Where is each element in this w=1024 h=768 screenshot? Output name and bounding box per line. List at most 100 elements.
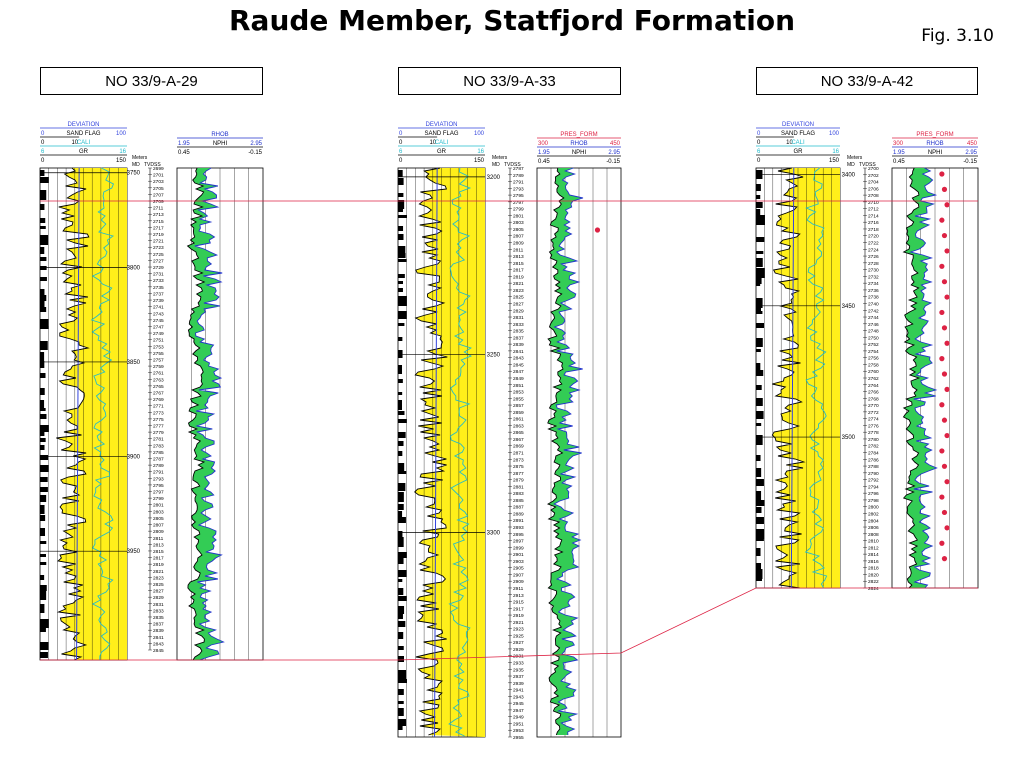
tvdss-tick-label: 2863 (513, 423, 524, 429)
tvdss-tick-label: 2803 (153, 509, 164, 515)
sand-flag-block (40, 352, 45, 362)
tvdss-tick-label: 2740 (868, 301, 879, 307)
tvdss-tick-label: 2865 (513, 430, 524, 436)
scale-max: -0.15 (248, 150, 262, 156)
well-name: NO 33/9-A-42 (820, 72, 914, 90)
curve-label: RHOB (926, 141, 943, 147)
tvdss-tick-label: 2713 (153, 212, 164, 218)
sand-flag-block (398, 570, 407, 577)
sand-flag-block (756, 575, 762, 581)
sand-flag-block (756, 507, 762, 513)
sand-flag-block (398, 209, 403, 212)
scale-max: 2.95 (250, 141, 262, 147)
sand-flag-block (40, 361, 45, 368)
nphi-rhob-crossover-fill (187, 168, 224, 660)
tvdss-tick-label: 2891 (513, 518, 524, 524)
tvdss-tick-label: 2843 (513, 356, 524, 362)
curve-label: SAND FLAG (424, 131, 458, 137)
sand-flag-block (756, 548, 761, 556)
pres-form-point (939, 309, 945, 316)
sand-flag-block (398, 531, 403, 540)
tvdss-tick-label: 2709 (153, 199, 164, 205)
sand-flag-block (40, 528, 46, 536)
tvdss-label: TVDSS (859, 162, 876, 168)
well-name-box: NO 33/9-A-42 (756, 67, 978, 95)
sand-flag-block (40, 585, 47, 591)
tvdss-tick-label: 2701 (153, 173, 164, 179)
sand-flag-block (398, 337, 403, 341)
tvdss-tick-label: 2955 (513, 735, 524, 741)
tvdss-tick-label: 2937 (513, 674, 524, 680)
sand-flag-block (40, 226, 46, 229)
sand-flag-block (40, 445, 45, 450)
tvdss-tick-label: 2808 (868, 532, 879, 538)
scale-min: 0 (399, 158, 403, 164)
pres-form-point (944, 386, 950, 392)
tvdss-tick-label: 2829 (153, 595, 164, 601)
tvdss-tick-label: 2727 (153, 258, 164, 264)
scale-min: 300 (893, 141, 904, 147)
sand-flag-block (398, 281, 404, 284)
sand-flag-block (40, 277, 47, 281)
tvdss-tick-label: 2759 (153, 364, 164, 370)
tvdss-tick-label: 2897 (513, 539, 524, 545)
sand-flag-block (398, 441, 404, 446)
tvdss-tick-label: 2769 (153, 397, 164, 403)
md-tick-label: 3250 (487, 353, 501, 359)
curve-label: DEVIATION (426, 122, 458, 128)
tvdss-tick-label: 2811 (513, 247, 524, 253)
nphi-curve (546, 167, 565, 736)
tvdss-tick-label: 2719 (153, 232, 164, 238)
tvdss-tick-label: 2796 (868, 491, 879, 497)
tvdss-tick-label: 2929 (513, 647, 524, 653)
tvdss-tick-label: 2746 (868, 322, 879, 328)
pres-form-point (939, 494, 945, 500)
md-label: MD (847, 162, 855, 168)
sand-flag-block (40, 505, 45, 514)
tvdss-tick-label: 2883 (513, 491, 524, 497)
tvdss-tick-label: 2873 (513, 457, 524, 463)
sand-flag-block (40, 591, 47, 600)
curve-label: DEVIATION (68, 122, 100, 128)
tvdss-tick-label: 2755 (153, 351, 164, 357)
tvdss-tick-label: 2724 (868, 247, 879, 253)
pres-form-point (941, 279, 948, 285)
tvdss-tick-label: 2875 (513, 464, 524, 470)
tvdss-tick-label: 2909 (513, 579, 524, 585)
tvdss-tick-label: 2715 (153, 219, 164, 225)
tvdss-tick-label: 2853 (513, 390, 524, 396)
tvdss-tick-label: 2809 (153, 529, 164, 535)
tvdss-tick-label: 2716 (868, 220, 879, 226)
cali-curve (448, 167, 473, 737)
tvdss-tick-label: 2821 (153, 569, 164, 575)
tvdss-tick-label: 2779 (153, 430, 164, 436)
sand-flag-block (398, 614, 403, 619)
md-tick-label: 3450 (842, 304, 856, 310)
sand-flag-block (40, 257, 47, 261)
pres-form-point (941, 417, 948, 423)
scale-min: 0.45 (178, 150, 190, 156)
curve-label: GR (437, 149, 447, 155)
sand-flag-block (398, 679, 407, 683)
scale-min: 6 (757, 149, 761, 155)
sand-flag-block (40, 431, 45, 436)
sand-flag-block (40, 438, 46, 442)
sand-flag-block (756, 363, 761, 370)
sand-flag-block (40, 307, 47, 312)
sand-flag-block (398, 259, 407, 262)
sand-flag-block (398, 296, 407, 306)
sand-flag-block (40, 455, 49, 460)
scale-max: 100 (116, 131, 127, 137)
rhob-curve (194, 167, 225, 661)
pres-form-point (944, 340, 950, 346)
tvdss-tick-label: 2762 (868, 376, 879, 382)
sand-flag-block (40, 554, 46, 557)
scale-max: 10 (429, 140, 436, 146)
sand-flag-block (40, 619, 49, 628)
sand-flag-block (398, 552, 407, 558)
pres-form-point (941, 232, 948, 239)
tvdss-tick-label: 2911 (513, 586, 524, 592)
tvdss-tick-label: 2736 (868, 288, 879, 294)
tvdss-tick-label: 2823 (153, 575, 164, 581)
tvdss-tick-label: 2901 (513, 552, 524, 558)
